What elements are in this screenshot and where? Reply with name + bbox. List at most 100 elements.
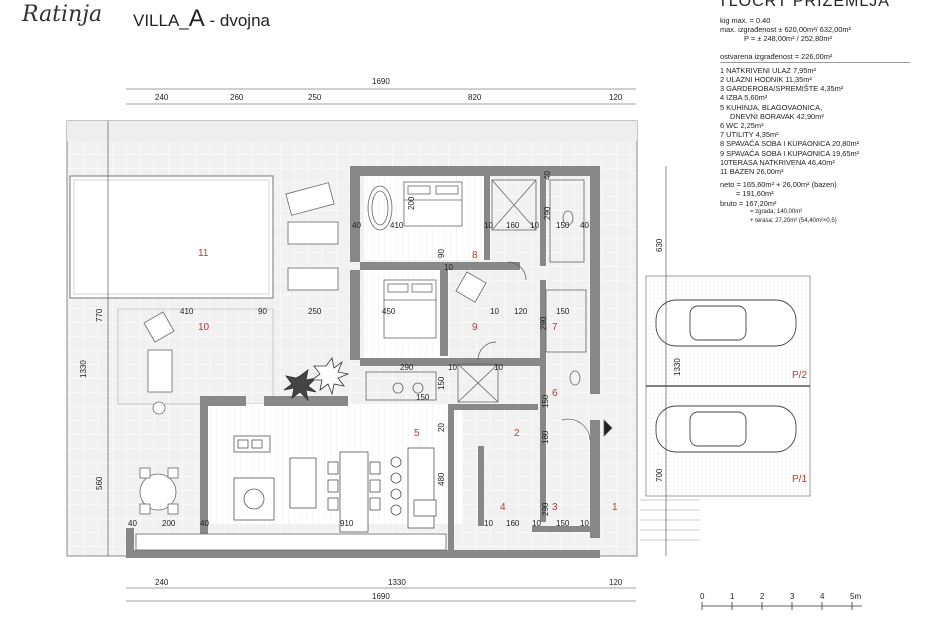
architect-signature: Ratinja xyxy=(22,2,103,27)
dim-right: 630 xyxy=(655,238,664,252)
legend-line: 11 BAZEN 26,00m² xyxy=(720,167,784,177)
legend-line: bruto = 167,20m² xyxy=(720,198,777,208)
dim-inner: 200 xyxy=(407,196,416,210)
living-furniture xyxy=(233,435,437,533)
dim-inner: 40 xyxy=(352,221,361,230)
dim-inner: 290 xyxy=(543,206,552,220)
title-suffix: - dvojna xyxy=(204,11,270,30)
title-prefix: VILLA_ xyxy=(133,11,189,30)
kitchen-counter xyxy=(135,533,447,551)
scale-tick-label: 0 xyxy=(700,592,705,601)
dim-inner: 40 xyxy=(580,221,589,230)
legend-line: kig max. = 0.40 xyxy=(720,16,771,25)
dim-inner: 410 xyxy=(390,221,404,230)
car-p1 xyxy=(655,405,797,453)
room-label-3: 3 xyxy=(552,502,558,513)
dim-inner: 160 xyxy=(506,221,520,230)
legend-line: 3 GARDEROBA/SPREMIŠTE 4,35m² xyxy=(720,84,844,94)
title-letter: A xyxy=(188,5,205,32)
dim-inner: 150 xyxy=(556,221,570,230)
covered-terrace xyxy=(117,308,274,405)
dim-inner: 480 xyxy=(437,472,446,486)
room-label-7: 7 xyxy=(552,322,558,333)
legend-line: 1 NATKRIVENI ULAZ 7,95m² xyxy=(720,65,816,75)
room-label-6: 6 xyxy=(552,388,558,399)
dim-inner: 90 xyxy=(437,249,446,258)
scale-tick-label: 5m xyxy=(850,592,861,601)
legend-line: = zgrada: 140,00m² xyxy=(750,208,803,215)
dim-inner: 200 xyxy=(162,519,176,528)
dim-inner: 40 xyxy=(200,519,209,528)
scale-tick-label: 2 xyxy=(760,592,765,601)
doors xyxy=(477,261,613,441)
room-label-1: 1 xyxy=(612,502,618,513)
dim-right: 700 xyxy=(655,468,664,482)
legend-line: max. izgrađenost ± 620,00m²/ 632,00m² xyxy=(720,25,851,35)
pool xyxy=(69,175,274,299)
legend-line: 9 SPAVAĆA SOBA I KUPAONICA 19,65m² xyxy=(720,148,860,158)
pool-step xyxy=(73,179,270,295)
walls xyxy=(126,166,600,558)
scale-bar xyxy=(701,602,862,610)
beds xyxy=(383,181,487,339)
dim-inner: 40 xyxy=(128,519,137,528)
dim-bottom: 120 xyxy=(609,578,623,587)
plants xyxy=(283,357,350,402)
legend-line: = 191,60m² xyxy=(736,189,774,199)
dim-inner: 40 xyxy=(543,171,552,180)
room-label-5: 5 xyxy=(414,428,420,439)
dim-inner: 290 xyxy=(541,502,550,516)
dim-inner: 150 xyxy=(541,394,550,408)
room-label-4: 4 xyxy=(500,502,506,513)
dim-inner: 10 xyxy=(484,221,493,230)
dim-left: 560 xyxy=(95,476,104,490)
scale-tick-label: 1 xyxy=(730,592,735,601)
dim-inner: 150 xyxy=(416,393,430,402)
area-legend: kig max. = 0.40 max. izgrađenost ± 620,0… xyxy=(720,16,910,226)
legend-line: neto = 165,60m² + 26,00m² (bazen) xyxy=(720,180,837,190)
dim-inner: 150 xyxy=(556,519,570,528)
entry-steps xyxy=(640,499,700,541)
dim-inner: 450 xyxy=(382,307,396,316)
dim-top: 260 xyxy=(230,93,244,102)
dim-top-total: 1690 xyxy=(372,77,390,86)
room-label-2: 2 xyxy=(514,428,520,439)
page-title: VILLA_A - dvojna xyxy=(133,5,270,33)
room-label-11: 11 xyxy=(198,248,209,259)
dim-inner: 10 xyxy=(448,363,457,372)
dim-inner: 150 xyxy=(437,376,446,390)
dim-top: 820 xyxy=(468,93,482,102)
room-label-9: 9 xyxy=(472,322,478,333)
dim-bottom-total: 1690 xyxy=(372,592,390,601)
dimension-lines xyxy=(107,88,667,602)
dim-inner: 10 xyxy=(532,519,541,528)
dim-right: 1330 xyxy=(673,358,682,376)
sun-loungers xyxy=(139,182,339,515)
dim-inner: 410 xyxy=(180,307,194,316)
legend-line: DNEVNI BORAVAK 42,90m² xyxy=(730,111,824,121)
legend-line: P = ± 248,00m² / 252,80m² xyxy=(744,34,832,44)
dim-top: 250 xyxy=(308,93,322,102)
dim-inner: 10 xyxy=(494,363,503,372)
dim-inner: 10 xyxy=(484,519,493,528)
parking-label-p2: P/2 xyxy=(792,370,807,381)
legend-line: 2 ULAZNI HODNIK 11,35m² xyxy=(720,75,812,85)
bathroom-fixtures xyxy=(365,179,587,403)
dim-inner: 290 xyxy=(400,363,414,372)
plan-title: TLOCRT PRIZEMLJA xyxy=(718,0,890,10)
dim-inner: 20 xyxy=(437,423,446,432)
dim-inner: 10 xyxy=(490,307,499,316)
dim-inner: 910 xyxy=(340,519,354,528)
legend-line: 7 UTILITY 4,35m² xyxy=(720,130,779,140)
legend-line: + terasa: 27,20m² (54,40m²×0,5) xyxy=(750,218,837,225)
legend-line: 10TERASA NATKRIVENA 46,40m² xyxy=(720,157,835,167)
dim-left: 1330 xyxy=(79,360,88,378)
dim-bottom: 240 xyxy=(155,578,169,587)
legend-line: 4 IZBA 5,60m² xyxy=(720,93,768,103)
dim-inner: 290 xyxy=(539,316,548,330)
legend-line: ostvarena izgrađenost = 226,00m² xyxy=(720,51,833,61)
dim-top: 120 xyxy=(609,93,623,102)
legend-line: 5 KUHINJA, BLAGOVAONICA, xyxy=(720,102,823,112)
dim-inner: 10 xyxy=(444,263,453,272)
